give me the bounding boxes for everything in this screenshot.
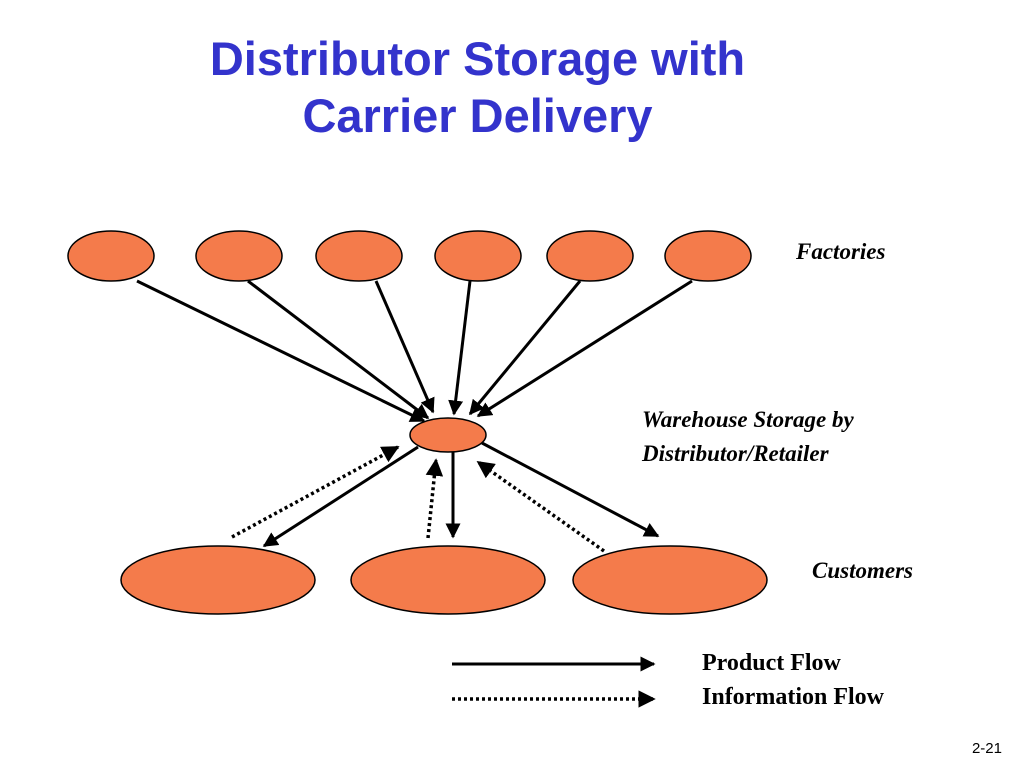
legend-product-flow-label: Product Flow xyxy=(702,650,841,676)
customer-nodes xyxy=(120,545,768,615)
customers-label: Customers xyxy=(812,558,913,583)
factory-to-warehouse-arrows xyxy=(136,279,693,423)
legend-information-flow-label: Information Flow xyxy=(702,684,884,710)
warehouse-label-line-2: Distributor/Retailer xyxy=(642,441,829,466)
product-flow-arrow xyxy=(374,280,435,414)
product-flow-arrow xyxy=(481,441,660,538)
customer-to-warehouse-info-arrows xyxy=(231,445,606,553)
information-flow-arrow xyxy=(476,460,606,553)
customer-node-3 xyxy=(572,545,768,615)
slide-title: Distributor Storage with Carrier Deliver… xyxy=(0,30,955,144)
warehouse-label: Warehouse Storage by Distributor/Retaile… xyxy=(642,403,854,471)
factory-node-1 xyxy=(67,230,155,282)
product-flow-arrow xyxy=(262,445,419,548)
warehouse-node xyxy=(409,417,487,453)
factory-nodes xyxy=(67,230,752,282)
information-flow-arrow xyxy=(425,458,444,539)
customer-node-1 xyxy=(120,545,316,615)
factory-node-5 xyxy=(546,230,634,282)
product-flow-arrow xyxy=(476,279,693,418)
information-flow-arrow xyxy=(231,445,400,539)
product-flow-arrow xyxy=(136,279,426,423)
factory-node-6 xyxy=(664,230,752,282)
title-line-2: Carrier Delivery xyxy=(302,89,653,142)
slide-number: 2-21 xyxy=(971,740,1002,757)
customer-node-2 xyxy=(350,545,546,615)
product-flow-arrow xyxy=(448,280,472,416)
factories-label: Factories xyxy=(796,239,886,264)
product-flow-arrow xyxy=(468,280,582,416)
title-line-1: Distributor Storage with xyxy=(209,32,746,85)
product-flow-arrow xyxy=(247,279,430,420)
warehouse-label-line-1: Warehouse Storage by xyxy=(642,407,854,432)
factory-node-3 xyxy=(315,230,403,282)
warehouse-to-customer-arrows xyxy=(262,441,660,548)
factory-node-4 xyxy=(434,230,522,282)
factory-node-2 xyxy=(195,230,283,282)
